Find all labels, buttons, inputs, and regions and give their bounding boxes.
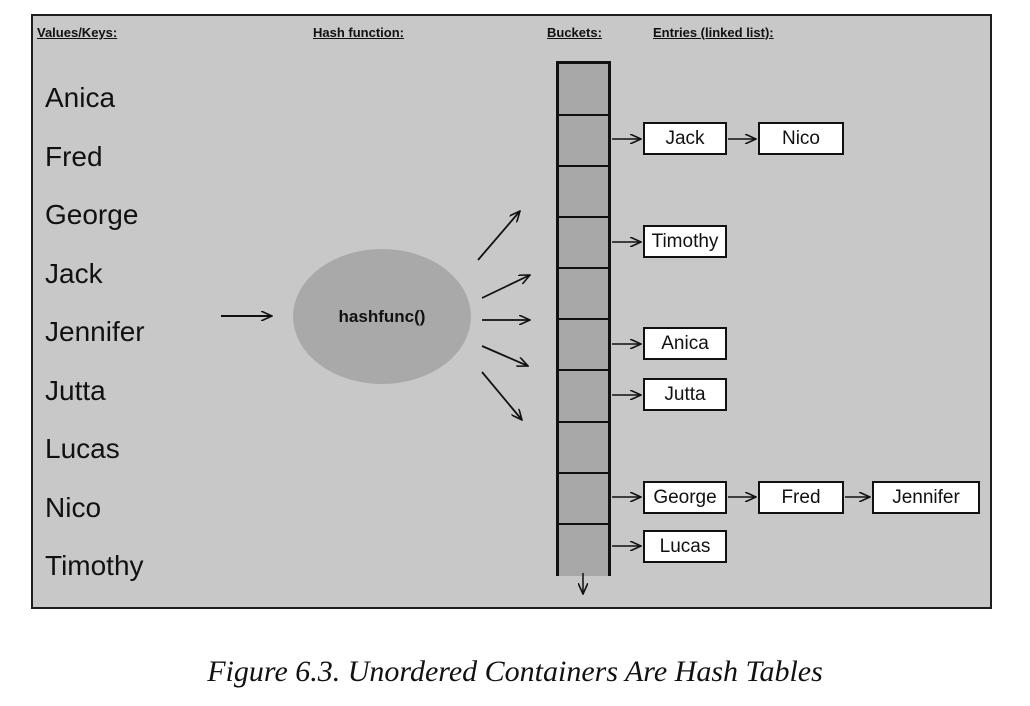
header-hash-function: Hash function: [313, 25, 404, 40]
key-item: Anica [45, 82, 116, 113]
entry-node: Fred [758, 481, 844, 514]
arrow-hash-to-bucket [481, 275, 530, 299]
hash-function-label: hashfunc() [338, 306, 426, 326]
entry-node: Timothy [643, 225, 727, 258]
hash-function-node: hashfunc() [293, 249, 471, 384]
bucket-divider [559, 267, 608, 269]
header-buckets: Buckets: [547, 25, 602, 40]
entry-node: Jutta [643, 378, 727, 411]
bucket-array [556, 61, 611, 576]
key-item: Fred [45, 141, 103, 172]
bucket-divider [559, 523, 608, 525]
entry-node: George [643, 481, 727, 514]
bucket-divider [559, 318, 608, 320]
key-item: Jennifer [45, 316, 145, 347]
entry-node: Nico [758, 122, 844, 155]
bucket-divider [559, 165, 608, 167]
key-item: George [45, 199, 139, 230]
bucket-divider [559, 114, 608, 116]
bucket-divider [559, 369, 608, 371]
entry-node: Lucas [643, 530, 727, 563]
bucket-divider [559, 472, 608, 474]
key-item: Nico [45, 492, 102, 523]
figure-caption: Figure 6.3. Unordered Containers Are Has… [207, 655, 823, 688]
key-item: Lucas [45, 433, 120, 464]
bucket-divider [559, 421, 608, 423]
key-item: Jack [45, 258, 103, 289]
bucket-divider [559, 216, 608, 218]
key-item: Timothy [45, 550, 144, 581]
arrow-hash-to-bucket [481, 345, 528, 366]
entry-node: Jennifer [872, 481, 980, 514]
arrow-hash-to-bucket [477, 211, 520, 261]
header-values-keys: Values/Keys: [37, 25, 118, 40]
key-item: Jutta [45, 375, 106, 406]
header-entries: Entries (linked list): [653, 25, 774, 40]
entry-node: Jack [643, 122, 727, 155]
arrow-hash-to-bucket [481, 371, 522, 420]
entry-node: Anica [643, 327, 727, 360]
